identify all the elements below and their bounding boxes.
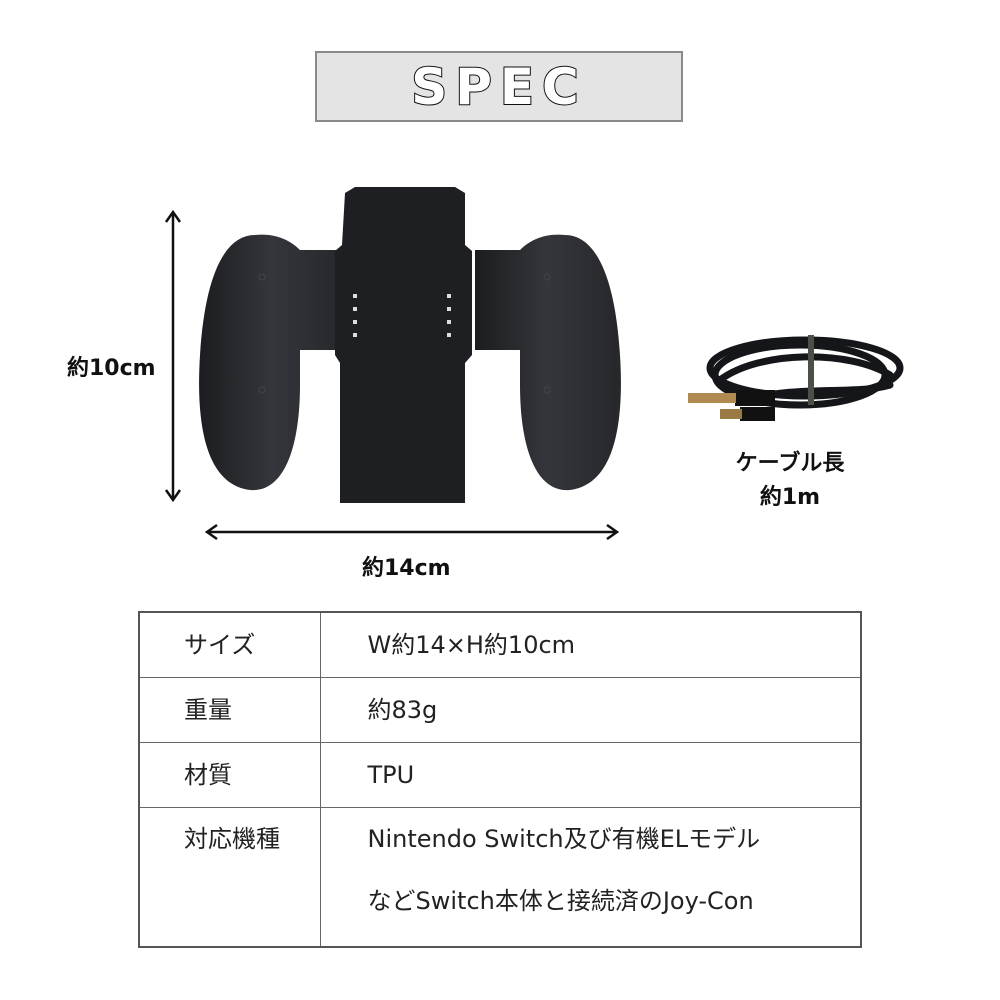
usb-cable-image: [688, 335, 904, 421]
height-arrow-icon: [164, 209, 182, 503]
spec-value: W約14×H約10cm: [319, 611, 862, 678]
controller-grip-image: [199, 187, 621, 503]
spec-value: TPU: [319, 742, 862, 808]
spec-value-line1: Nintendo Switch及び有機ELモデル: [367, 825, 761, 853]
width-arrow-icon: [204, 523, 620, 541]
spec-label: サイズ: [138, 611, 321, 678]
spec-title: SPEC: [410, 57, 587, 117]
table-row-size: サイズ W約14×H約10cm: [138, 611, 862, 678]
spec-label: 対応機種: [138, 807, 321, 948]
table-row-compatibility: 対応機種 Nintendo Switch及び有機ELモデル などSwitch本体…: [138, 807, 862, 948]
spec-table: サイズ W約14×H約10cm 重量 約83g 材質 TPU 対応機種 Nint…: [138, 611, 862, 948]
height-label: 約10cm: [67, 356, 156, 381]
spec-value: Nintendo Switch及び有機ELモデル などSwitch本体と接続済の…: [319, 807, 862, 948]
spec-title-box: SPEC: [315, 51, 683, 122]
spec-value-line2: などSwitch本体と接続済のJoy-Con: [367, 887, 754, 915]
spec-label: 材質: [138, 742, 321, 808]
spec-label: 重量: [138, 677, 321, 743]
cable-length-label: ケーブル長 約1m: [735, 451, 845, 510]
table-row-material: 材質 TPU: [138, 742, 862, 808]
spec-value: 約83g: [319, 677, 862, 743]
table-row-weight: 重量 約83g: [138, 677, 862, 743]
width-label: 約14cm: [362, 556, 451, 581]
